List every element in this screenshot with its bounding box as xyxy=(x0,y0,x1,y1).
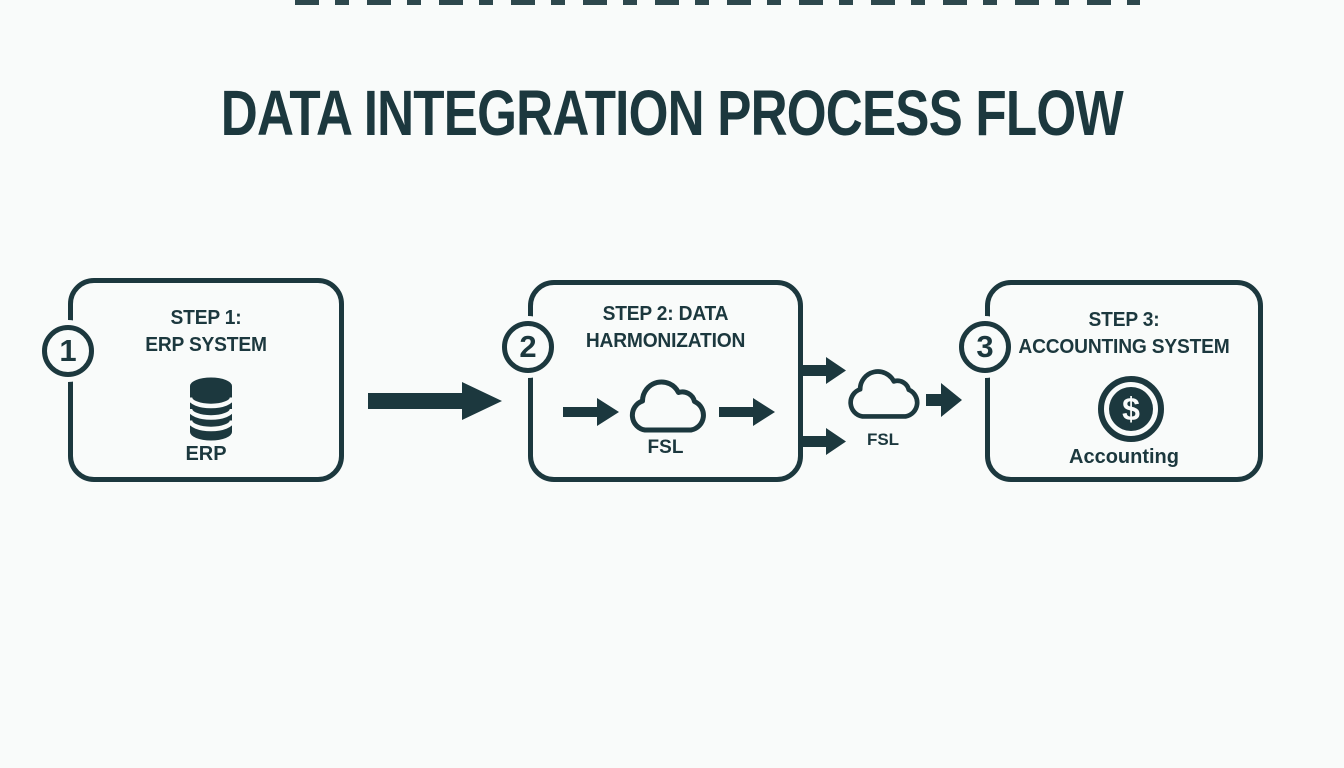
step1-icon-label: ERP xyxy=(185,443,227,465)
step1-heading-line2: ERP SYSTEM xyxy=(145,334,267,356)
database-icon xyxy=(188,376,234,442)
step3-heading: STEP 3: ACCOUNTING SYSTEM xyxy=(995,307,1252,361)
cloud-icon xyxy=(621,373,715,439)
step2-number-badge: 2 xyxy=(502,321,554,373)
arrow-step2-exit-bottom-icon xyxy=(799,428,846,455)
page-title: DATA INTEGRATION PROCESS FLOW xyxy=(220,77,1124,149)
arrow-step2-exit-top-icon xyxy=(799,357,846,384)
arrow-step1-to-step2-icon xyxy=(368,381,502,421)
step2-box: 2 STEP 2: DATA HARMONIZATION FSL xyxy=(502,280,803,482)
step2-heading: STEP 2: DATA HARMONIZATION xyxy=(538,301,792,355)
step1-box: 1 STEP 1: ERP SYSTEM ERP xyxy=(42,278,344,482)
mid-cloud-label: FSL xyxy=(866,430,900,449)
step1-heading: STEP 1: ERP SYSTEM xyxy=(78,305,333,359)
mid-cloud-icon xyxy=(840,363,928,425)
step2-heading-line1: STEP 2: DATA xyxy=(602,303,729,325)
arrow-cloud-to-step3-icon xyxy=(926,383,962,417)
step3-number: 3 xyxy=(976,329,994,364)
title-container: DATA INTEGRATION PROCESS FLOW xyxy=(0,76,1344,150)
step2-number: 2 xyxy=(519,329,537,364)
step3-icon-label: Accounting xyxy=(1069,446,1179,468)
step3-box: 3 STEP 3: ACCOUNTING SYSTEM $ Accounting xyxy=(959,280,1263,482)
arrow-into-cloud-icon xyxy=(563,398,619,426)
step3-heading-line1: STEP 3: xyxy=(1088,309,1160,331)
step2-icon-label: FSL xyxy=(647,437,684,458)
step1-number: 1 xyxy=(59,333,77,368)
step1-heading-line1: STEP 1: xyxy=(170,307,242,329)
svg-text:$: $ xyxy=(1122,391,1140,427)
step2-heading-line2: HARMONIZATION xyxy=(585,330,746,352)
step3-number-badge: 3 xyxy=(959,321,1011,373)
arrow-out-of-cloud-icon xyxy=(719,398,775,426)
dollar-icon: $ xyxy=(1097,375,1165,443)
step3-heading-line2: ACCOUNTING SYSTEM xyxy=(1018,336,1230,358)
step1-number-badge: 1 xyxy=(42,325,94,377)
cropped-text-artifact xyxy=(295,0,1140,5)
